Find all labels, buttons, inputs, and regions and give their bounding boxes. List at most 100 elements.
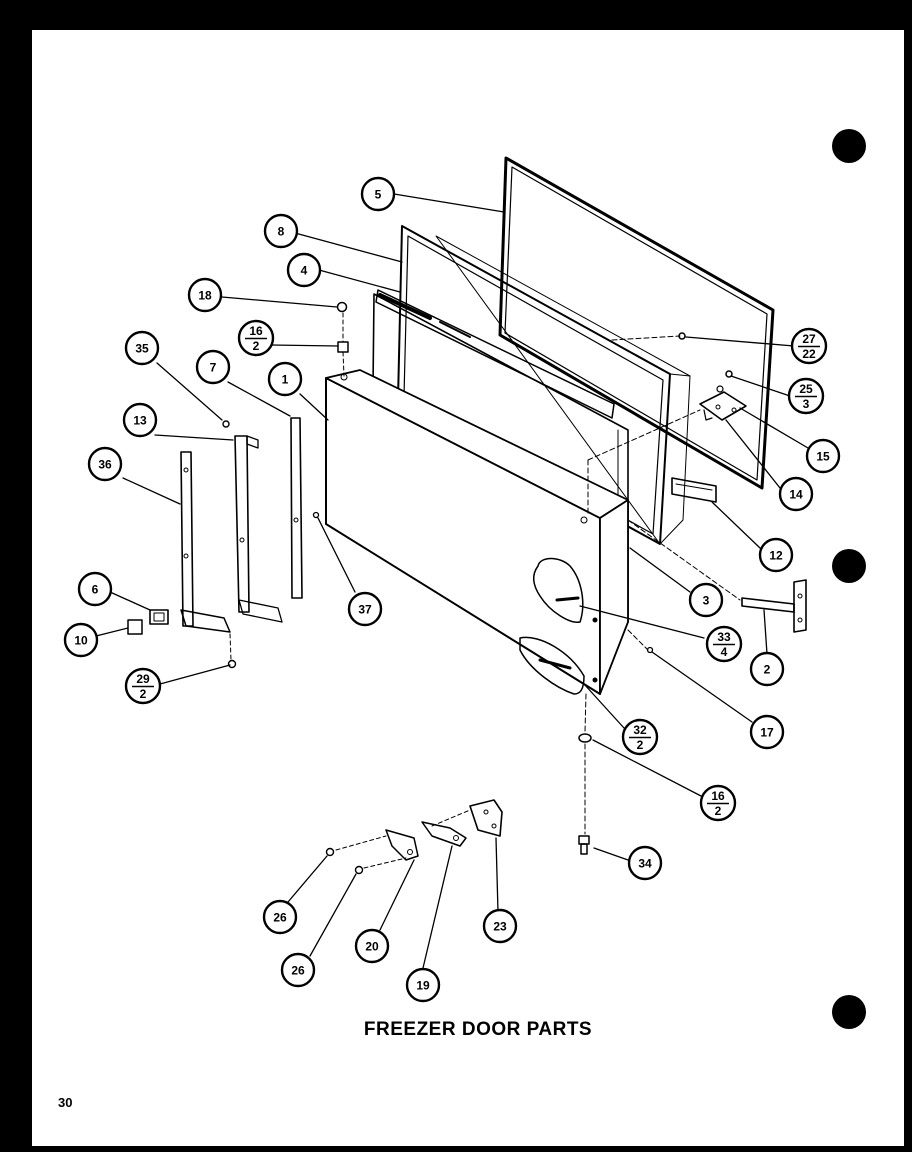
callout-19: 19	[405, 967, 441, 1003]
part-top-hinge	[699, 385, 747, 421]
callout-label: 35	[135, 342, 149, 356]
part-bushing-16-lower	[578, 733, 592, 743]
part-rail-13	[234, 435, 283, 623]
callout-circle	[263, 213, 299, 249]
part-hinge-19	[421, 821, 467, 847]
callout-circle	[749, 651, 785, 687]
callout-label: 26	[291, 964, 305, 978]
callout-label: 4	[721, 645, 728, 659]
part-rail-36	[180, 451, 231, 633]
callout-circle	[749, 714, 785, 750]
callout-26b: 26	[280, 952, 316, 988]
part-door-liner	[397, 225, 691, 545]
part-screw-26a	[325, 847, 335, 857]
callout-circle	[262, 899, 298, 935]
callout-label: 22	[802, 347, 816, 361]
callout-label: 13	[133, 414, 147, 428]
callout-label: 6	[92, 583, 99, 597]
callout-label: 3	[803, 397, 810, 411]
callout-32: 322	[621, 718, 659, 756]
part-hinge-plate-23	[469, 799, 503, 837]
callout-label: 19	[416, 979, 430, 993]
callout-18: 18	[187, 277, 223, 313]
callout-circle	[195, 349, 231, 385]
callout-12: 12	[758, 537, 794, 573]
callout-label: 12	[769, 549, 783, 563]
callout-label: 37	[358, 603, 372, 617]
callout-label: 14	[789, 488, 803, 502]
callout-5: 5	[360, 176, 396, 212]
part-screw-37	[312, 511, 320, 519]
binder-hole-top	[832, 129, 866, 163]
callout-17: 17	[749, 714, 785, 750]
callout-13: 13	[122, 402, 158, 438]
callout-label: 2	[764, 663, 771, 677]
callout-circle	[122, 402, 158, 438]
callout-circle	[805, 438, 841, 474]
callout-circle	[124, 330, 160, 366]
callout-1: 1	[267, 361, 303, 397]
part-outer-door-panel	[325, 369, 629, 695]
callout-14: 14	[778, 476, 814, 512]
callout-35a: 35	[124, 330, 160, 366]
callout-label: 23	[493, 920, 507, 934]
page-number: 30	[58, 1095, 72, 1110]
callout-label: 32	[633, 723, 647, 737]
callout-circle	[688, 582, 724, 618]
callout-6: 6	[77, 571, 113, 607]
callout-circle	[405, 967, 441, 1003]
callout-label: 3	[703, 594, 710, 608]
callout-label: 27	[802, 332, 816, 346]
binder-hole-bottom	[832, 995, 866, 1029]
callout-circle	[347, 591, 383, 627]
callout-label: 25	[799, 382, 813, 396]
leader-lines	[95, 193, 809, 969]
callout-label: 8	[278, 225, 285, 239]
callout-3: 3	[688, 582, 724, 618]
callout-23: 23	[482, 908, 518, 944]
callout-circle	[627, 845, 663, 881]
part-rail-7	[290, 417, 303, 599]
callout-circle	[286, 252, 322, 288]
callout-20: 20	[354, 928, 390, 964]
callout-circle	[280, 952, 316, 988]
callout-label: 16	[249, 324, 263, 338]
part-screw-29	[227, 659, 237, 669]
part-screw-25	[725, 370, 733, 378]
callout-10: 10	[63, 622, 99, 658]
callout-16b: 162	[699, 784, 737, 822]
callout-circle	[354, 928, 390, 964]
callout-label: 33	[717, 630, 731, 644]
callout-circle	[87, 446, 123, 482]
callout-4: 4	[286, 252, 322, 288]
binder-hole-middle	[832, 549, 866, 583]
callout-label: 2	[140, 687, 147, 701]
callout-label: 2	[637, 738, 644, 752]
part-screw-26b	[354, 865, 364, 875]
part-plug-18	[336, 301, 348, 313]
callout-29: 292	[124, 667, 162, 705]
callout-label: 29	[136, 672, 150, 686]
callout-label: 17	[760, 726, 774, 740]
part-handle-bracket	[671, 477, 717, 503]
callout-15: 15	[805, 438, 841, 474]
callout-7: 7	[195, 349, 231, 385]
callout-label: 10	[74, 634, 88, 648]
callout-34: 34	[627, 845, 663, 881]
callout-37: 37	[347, 591, 383, 627]
callout-36: 36	[87, 446, 123, 482]
callout-33: 334	[705, 625, 743, 663]
callout-label: 2	[715, 804, 722, 818]
part-breaker-strip	[375, 289, 615, 419]
part-bushing-16	[337, 341, 349, 353]
part-screw-35	[222, 420, 230, 428]
callout-circle	[360, 176, 396, 212]
part-plug-6	[149, 609, 169, 625]
part-gasket	[498, 156, 775, 490]
callout-label: 36	[98, 458, 112, 472]
callout-16a: 162	[237, 319, 275, 357]
callout-label: 15	[816, 450, 830, 464]
